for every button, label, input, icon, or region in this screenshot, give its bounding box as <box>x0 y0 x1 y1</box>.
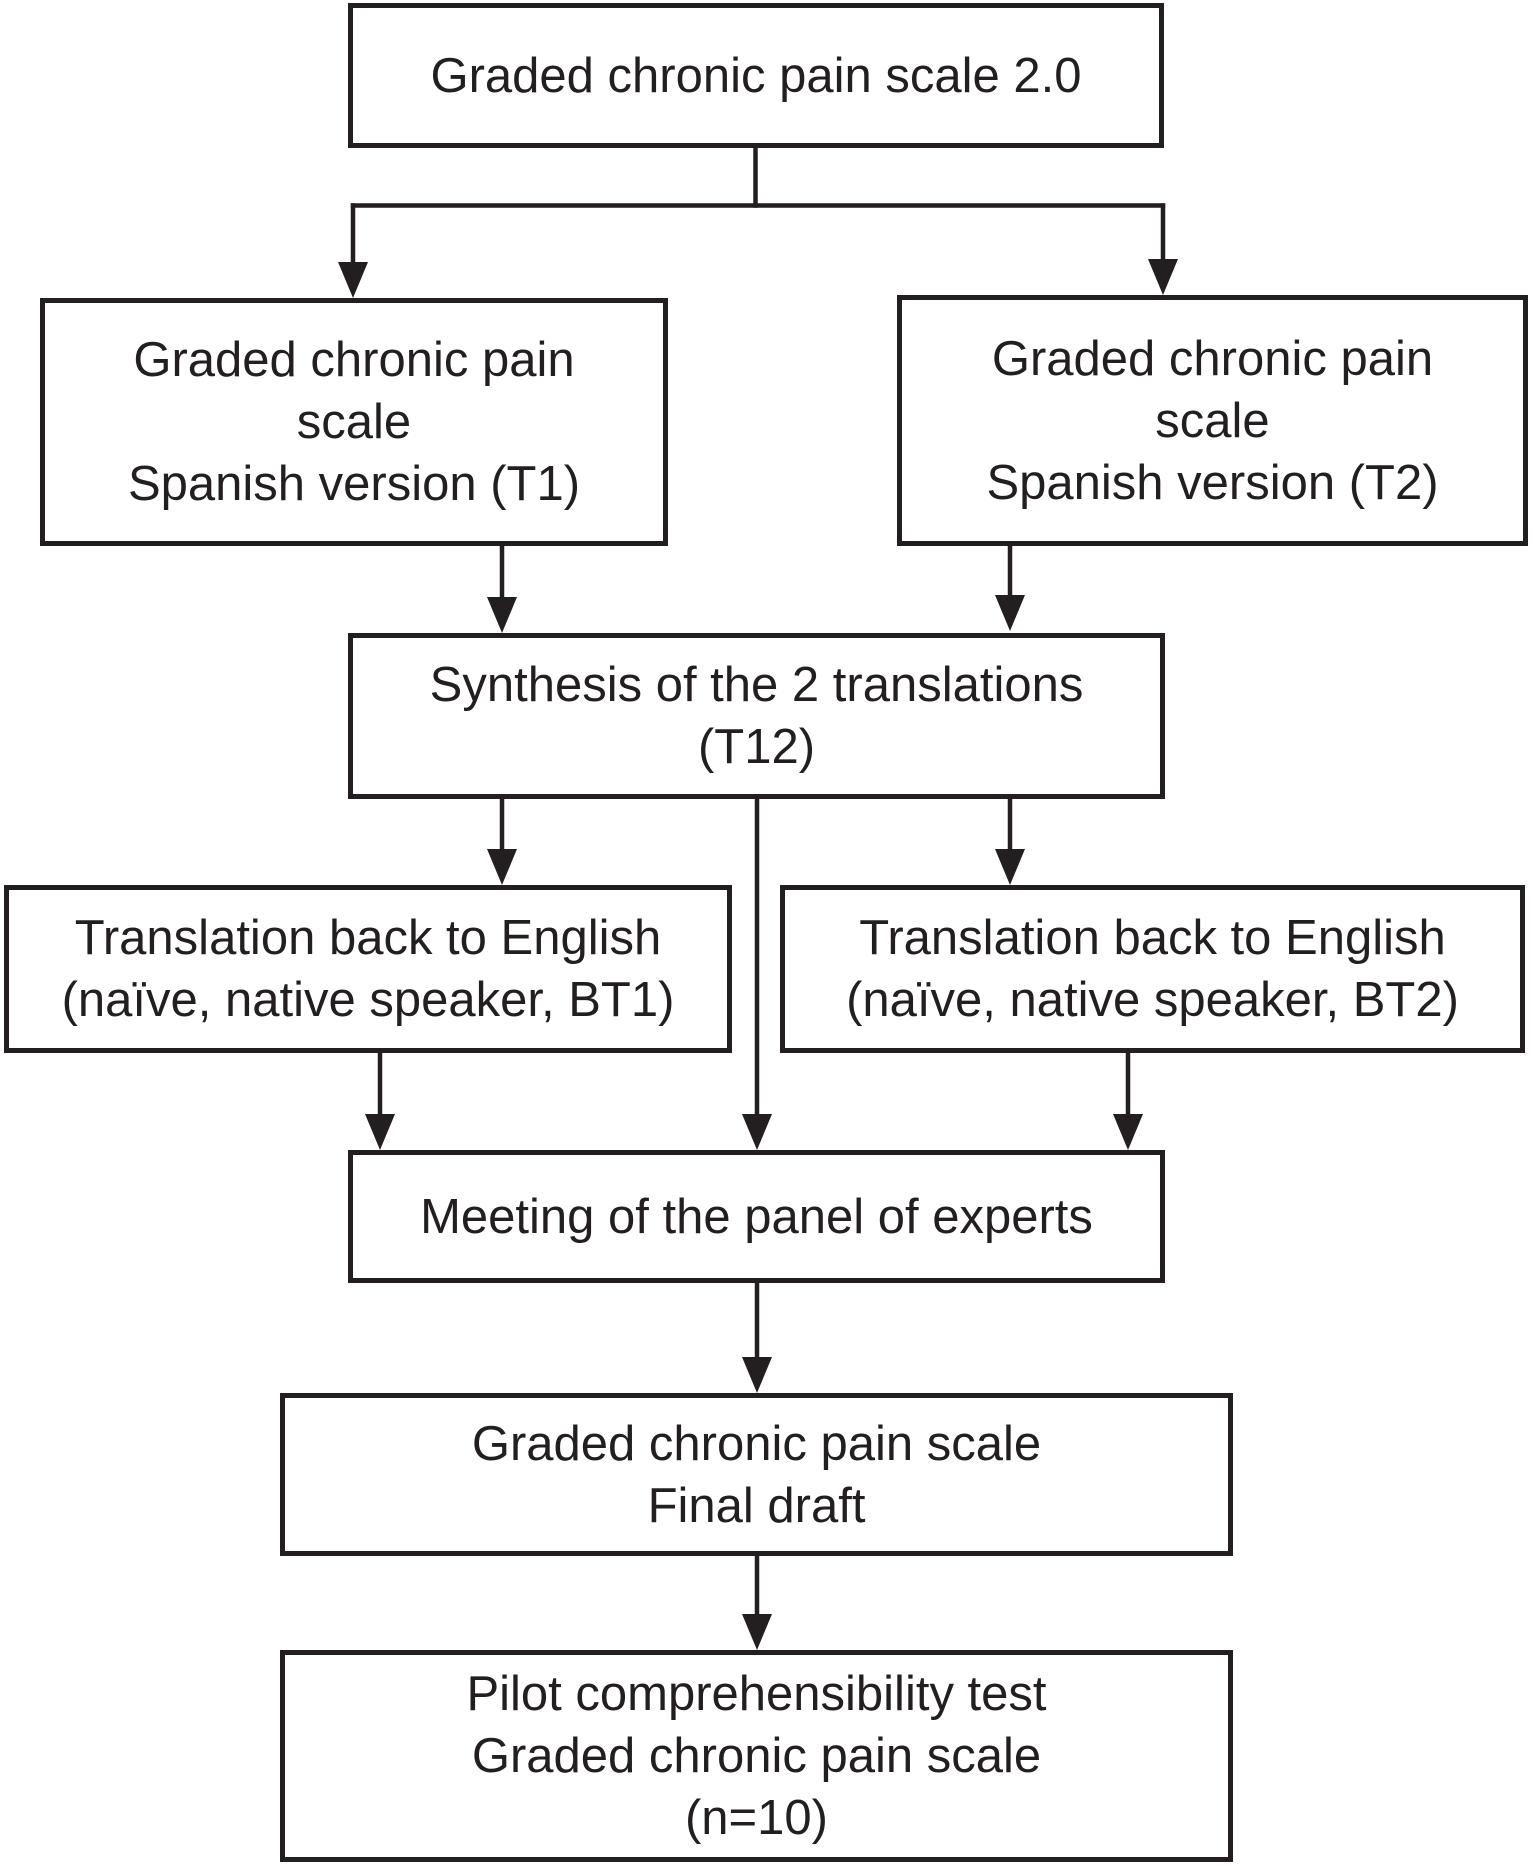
node-pilot-comprehensibility-test: Pilot comprehensibility test Graded chro… <box>280 1650 1233 1862</box>
node-text-line: scale <box>1155 393 1270 448</box>
arrowhead-final <box>742 1357 772 1393</box>
node-text-line: Graded chronic pain scale 2.0 <box>430 48 1082 103</box>
arrowhead-meeting-center <box>742 1114 772 1150</box>
node-text-line: Spanish version (T1) <box>127 457 581 511</box>
arrowhead-pilot <box>742 1614 772 1650</box>
node-text-line: Graded chronic pain <box>133 333 575 387</box>
node-text-line: Synthesis of the 2 translations <box>429 658 1084 712</box>
node-text-line: Graded chronic pain scale <box>471 1416 1042 1471</box>
node-spanish-version-t2: Graded chronic pain scale Spanish versio… <box>897 295 1528 546</box>
arrowhead-meeting-right <box>1113 1114 1143 1150</box>
node-back-translation-bt1: Translation back to English (naïve, nati… <box>4 885 732 1053</box>
node-text-line: (T12) <box>697 720 816 774</box>
arrowhead-bt1 <box>487 849 517 885</box>
node-text-line: Meeting of the panel of experts <box>420 1189 1093 1244</box>
node-spanish-version-t1: Graded chronic pain scale Spanish versio… <box>40 298 668 546</box>
node-text-line: (naïve, native speaker, BT2) <box>846 973 1459 1027</box>
arrowhead-bt2 <box>995 849 1025 885</box>
node-text-line: Graded chronic pain scale <box>471 1729 1042 1783</box>
node-text-line: Translation back to English <box>74 911 662 965</box>
node-synthesis-t12: Synthesis of the 2 translations (T12) <box>348 633 1165 799</box>
arrowhead-t2 <box>1148 259 1178 295</box>
node-text-line: Pilot comprehensibility test <box>466 1667 1047 1721</box>
node-back-translation-bt2: Translation back to English (naïve, nati… <box>780 885 1525 1053</box>
node-text-line: (n=10) <box>684 1791 828 1845</box>
node-text-line: Translation back to English <box>859 911 1446 965</box>
node-text-line: (naïve, native speaker, BT1) <box>61 973 675 1027</box>
arrowhead-t1 <box>338 262 368 298</box>
arrowhead-synthesis-left <box>487 597 517 633</box>
arrowhead-meeting-left <box>365 1114 395 1150</box>
node-text-line: Final draft <box>647 1478 866 1533</box>
node-panel-of-experts: Meeting of the panel of experts <box>348 1150 1165 1283</box>
node-text-line: Spanish version (T2) <box>986 455 1439 510</box>
node-text-line: scale <box>296 395 412 449</box>
node-text-line: Graded chronic pain <box>991 331 1434 386</box>
arrowhead-synthesis-right <box>995 595 1025 631</box>
node-graded-chronic-pain-scale-2-0: Graded chronic pain scale 2.0 <box>348 3 1164 148</box>
node-final-draft: Graded chronic pain scale Final draft <box>280 1393 1233 1556</box>
